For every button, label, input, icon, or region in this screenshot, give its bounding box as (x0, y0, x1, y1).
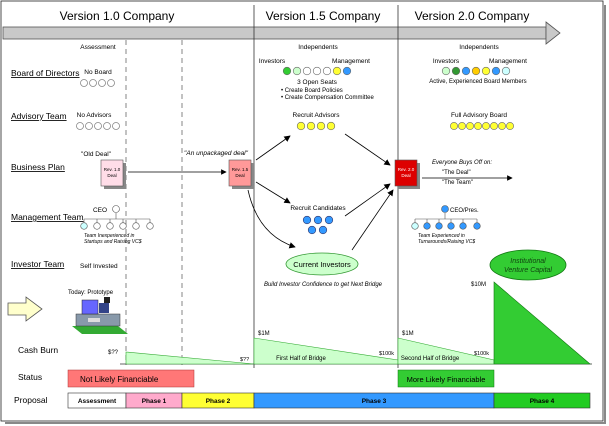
v2-investors: Investors (433, 58, 460, 65)
v15-management: Management (332, 58, 370, 65)
v1-cashburn-wedge (125, 351, 255, 365)
row-label-management: Management Team (11, 212, 84, 222)
proposal-phase4-box (493, 392, 591, 409)
proposal-phase4: Phase 4 (530, 398, 555, 405)
v2-management: Management (489, 58, 527, 65)
v1-ceo-label: CEO (93, 207, 107, 214)
v1-org-chart (80, 205, 154, 230)
v2-org-chart (411, 205, 481, 230)
v2-vc-line-1: Institutional (510, 258, 546, 265)
status-more-likely-bar (397, 369, 495, 388)
status-more-likely: More Likely Financiable (407, 375, 486, 384)
v1-team-note-2: Startups and Raising VC$ (84, 239, 142, 245)
proposal-phase2: Phase 2 (206, 398, 231, 405)
v2-full-advisory: Full Advisory Board (451, 112, 507, 119)
row-label-board: Board of Directors (11, 68, 80, 78)
row-label-investor: Investor Team (11, 259, 64, 269)
v15-current-investors-ellipse (285, 252, 359, 276)
status-not-likely-bar (67, 369, 195, 388)
row-label-business: Business Plan (11, 162, 65, 172)
v15-unpackaged-label: "An unpackaged deal" (184, 150, 249, 157)
v2-cash-start: $1M (402, 331, 414, 337)
v15-bullet-2: • Create Compensation Committee (281, 95, 374, 101)
v2-deal-document: Rev. 2.0 Deal (394, 159, 420, 189)
v2-ceo-pres: CEO/Pres. (450, 208, 479, 214)
status-not-likely: Not Likely Financiable (80, 375, 159, 384)
v1-assessment-label: Assessment (80, 44, 116, 51)
v15-current-investors: Current Investors (293, 260, 351, 269)
v2-vc-ellipse (489, 249, 567, 281)
v1-prototype-label: Today: Prototype (68, 290, 114, 296)
v1-deal-document: Rev. 1.0 Deal (100, 159, 126, 189)
proposal-phase3: Phase 3 (362, 398, 387, 405)
row-label-cashburn: Cash Burn (18, 345, 58, 355)
v2-vc-amount: $10M (471, 282, 486, 288)
v2-vc-cashburn-wedge (493, 281, 591, 365)
v1-cash-start: $?? (108, 350, 119, 356)
proposal-phase1: Phase 1 (142, 398, 167, 405)
svg-text:Deal: Deal (235, 173, 244, 178)
svg-text:Deal: Deal (401, 173, 410, 178)
v1-no-advisors: No Advisors (77, 112, 112, 119)
v2-the-team: "The Team" (442, 180, 473, 186)
v15-flow-arrows (247, 133, 394, 251)
v2-board-members: Active, Experienced Board Members (429, 79, 526, 85)
v2-cash-end: $100k (474, 351, 489, 357)
v15-build-confidence: Build Investor Confidence to get Next Br… (264, 282, 383, 288)
svg-text:Rev. 1.5: Rev. 1.5 (232, 167, 249, 172)
v15-independents: Independents (298, 44, 338, 51)
v1-old-deal-label: "Old Deal" (81, 151, 112, 158)
v15-investors: Investors (259, 58, 286, 65)
v15-candidate-circles (302, 215, 334, 235)
v1-board-empty-seats (80, 79, 115, 87)
v15-open-seats: 3 Open Seats (297, 79, 337, 86)
v15-cash-label: First Half of Bridge (276, 356, 326, 362)
v2-advisor-circles (450, 122, 514, 130)
prototype-device-image (72, 297, 128, 334)
v2-cash-label: Second Half of Bridge (401, 356, 460, 362)
v1-no-board: No Board (84, 69, 112, 76)
v2-vc-line-2: Venture Capital (504, 267, 552, 274)
svg-text:Rev. 1.0: Rev. 1.0 (104, 167, 121, 172)
v15-cash-start: $1M (258, 331, 270, 337)
row-label-proposal: Proposal (14, 395, 48, 405)
v15-advisor-circles (296, 121, 336, 131)
v15-deal-document: Rev. 1.5 Deal (228, 159, 254, 189)
v15-cash-end: $100k (379, 351, 394, 357)
row-label-status: Status (18, 372, 42, 382)
v1-self-invested: Self Invested (80, 263, 118, 270)
v1-team-note-1: Team Inexperienced in (84, 233, 135, 239)
v2-buys-off: Everyone Buys Off on: (432, 160, 492, 166)
v15-recruit-candidates: Recruit Candidates (290, 205, 346, 212)
proposal-assessment: Assessment (78, 398, 117, 405)
v15-bullet-1: • Create Board Policies (281, 88, 343, 94)
v2-the-deal: "The Deal" (442, 170, 471, 176)
stage-title-v15: Version 1.5 Company (266, 9, 381, 23)
stage-title-v1: Version 1.0 Company (60, 9, 175, 23)
v1-advisory-empty-seats (76, 122, 120, 130)
v15-recruit-advisors: Recruit Advisors (293, 112, 341, 119)
svg-text:Rev. 2.0: Rev. 2.0 (398, 167, 415, 172)
v2-team-note-2: Turnarounds/Raising VC$ (418, 239, 475, 245)
v2-board-seats (441, 66, 511, 76)
timeline-arrow (2, 21, 561, 45)
svg-text:Deal: Deal (107, 173, 116, 178)
row-label-advisory: Advisory Team (11, 111, 67, 121)
prototype-arrow (7, 296, 43, 322)
stage-title-v2: Version 2.0 Company (415, 9, 530, 23)
v1-cash-end: $?? (240, 357, 249, 363)
v15-board-seats (282, 66, 352, 76)
v2-team-note-1: Team Experienced in (418, 233, 465, 239)
v2-independents: Independents (459, 44, 499, 51)
